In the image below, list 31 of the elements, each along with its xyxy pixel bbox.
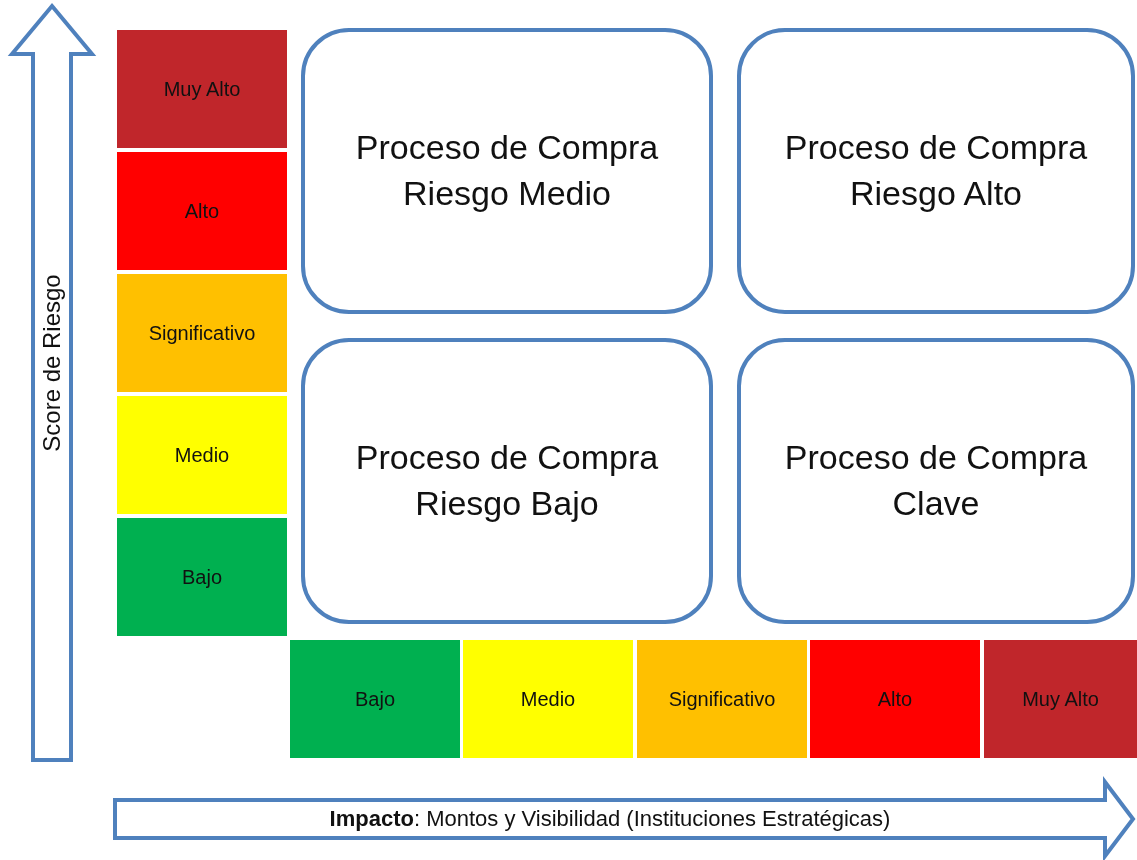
quadrant-title: Proceso de Compra Clave <box>783 437 1089 524</box>
level-label: Medio <box>520 687 576 711</box>
level-cell <box>290 640 460 758</box>
quadrant-title: Proceso de Compra Riesgo Medio <box>354 127 660 214</box>
level-cell <box>810 640 980 758</box>
level-label: Alto <box>184 199 220 223</box>
quadrant-box <box>301 338 713 624</box>
level-cell <box>117 274 287 392</box>
level-cell <box>117 30 287 148</box>
level-label: Bajo <box>355 687 395 711</box>
quadrant-title: Proceso de Compra Riesgo Alto <box>783 127 1089 214</box>
level-cell <box>637 640 807 758</box>
quadrant-box <box>737 338 1135 624</box>
axis-label: Impacto: Montos y Visibilidad (Instituciones Estratégicas) <box>329 806 891 832</box>
level-cell <box>463 640 633 758</box>
axis-block-arrow <box>10 4 94 762</box>
level-label: Significativo <box>148 321 256 345</box>
level-label: Alto <box>877 687 913 711</box>
level-cell <box>117 518 287 636</box>
level-label: Muy Alto <box>163 77 241 101</box>
level-label: Bajo <box>182 565 222 589</box>
quadrant-box <box>301 28 713 314</box>
level-label: Muy Alto <box>1022 687 1099 711</box>
level-cell <box>117 396 287 514</box>
quadrant-box <box>737 28 1135 314</box>
quadrant-title: Proceso de Compra Riesgo Bajo <box>354 437 660 524</box>
axis-label: Score de Riesgo <box>38 274 66 452</box>
level-label: Significativo <box>668 687 776 711</box>
level-cell <box>117 152 287 270</box>
level-cell <box>984 640 1137 758</box>
level-label: Medio <box>174 443 230 467</box>
